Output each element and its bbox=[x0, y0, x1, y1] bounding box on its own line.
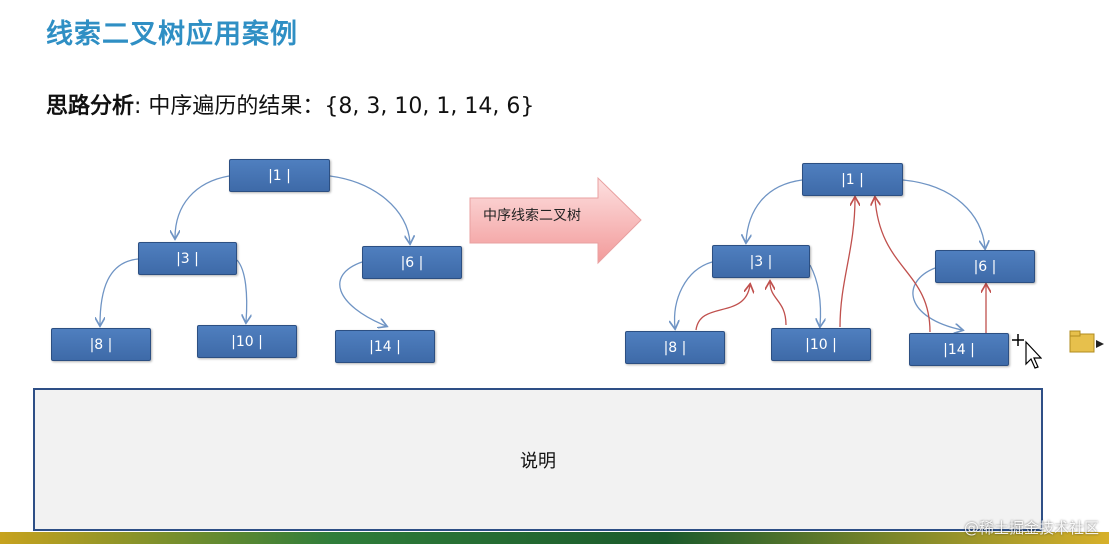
note-box: 说明 bbox=[33, 388, 1043, 531]
left-edge-3-8 bbox=[100, 258, 139, 325]
right-edge-3-8 bbox=[675, 261, 713, 328]
subtitle: 思路分析: 中序遍历的结果：{8, 3, 10, 1, 14, 6} bbox=[46, 88, 534, 120]
subtitle-label: 思路分析 bbox=[46, 94, 135, 119]
note-text: 说明 bbox=[520, 450, 556, 472]
right-node-8: |8 | bbox=[625, 331, 725, 364]
left-node-6: |6 | bbox=[362, 246, 462, 279]
right-node-6: |6 | bbox=[935, 250, 1035, 283]
left-edge-1-6 bbox=[329, 175, 410, 243]
right-node-1: |1 | bbox=[802, 163, 903, 196]
left-edge-3-10 bbox=[236, 259, 247, 322]
left-node-8: |8 | bbox=[51, 328, 151, 361]
right-edge-1-3 bbox=[746, 179, 803, 242]
left-node-10: |10 | bbox=[197, 325, 297, 358]
decorative-bottom-strip bbox=[0, 532, 1109, 544]
right-node-3: |3 | bbox=[712, 245, 810, 278]
left-edge-1-3 bbox=[175, 175, 230, 238]
subtitle-separator: : bbox=[134, 94, 149, 119]
left-node-1: |1 | bbox=[229, 159, 330, 192]
slide-title: 线索二叉树应用案例 bbox=[46, 19, 298, 50]
thread-10-to-1 bbox=[839, 198, 855, 328]
right-edge-3-10 bbox=[809, 264, 821, 326]
left-node-3: |3 | bbox=[138, 242, 237, 275]
folder-icon[interactable] bbox=[1068, 328, 1106, 356]
transform-label: 中序线索二叉树 bbox=[483, 208, 581, 224]
subtitle-text: 中序遍历的结果：{8, 3, 10, 1, 14, 6} bbox=[148, 94, 535, 119]
right-edge-6-14 bbox=[912, 267, 962, 330]
left-node-14: |14 | bbox=[335, 330, 435, 363]
left-edge-6-14 bbox=[339, 261, 386, 326]
transform-arrow bbox=[469, 176, 642, 265]
right-node-14: |14 | bbox=[909, 333, 1009, 366]
thread-14-to-1 bbox=[875, 198, 931, 333]
thread-10-to-3 bbox=[770, 282, 787, 326]
move-cursor-icon bbox=[1012, 334, 1042, 369]
watermark: @稀土掘金技术社区 bbox=[963, 519, 1099, 537]
right-edge-1-6 bbox=[902, 179, 985, 248]
right-node-10: |10 | bbox=[771, 328, 871, 361]
thread-8-to-3 bbox=[695, 285, 750, 331]
